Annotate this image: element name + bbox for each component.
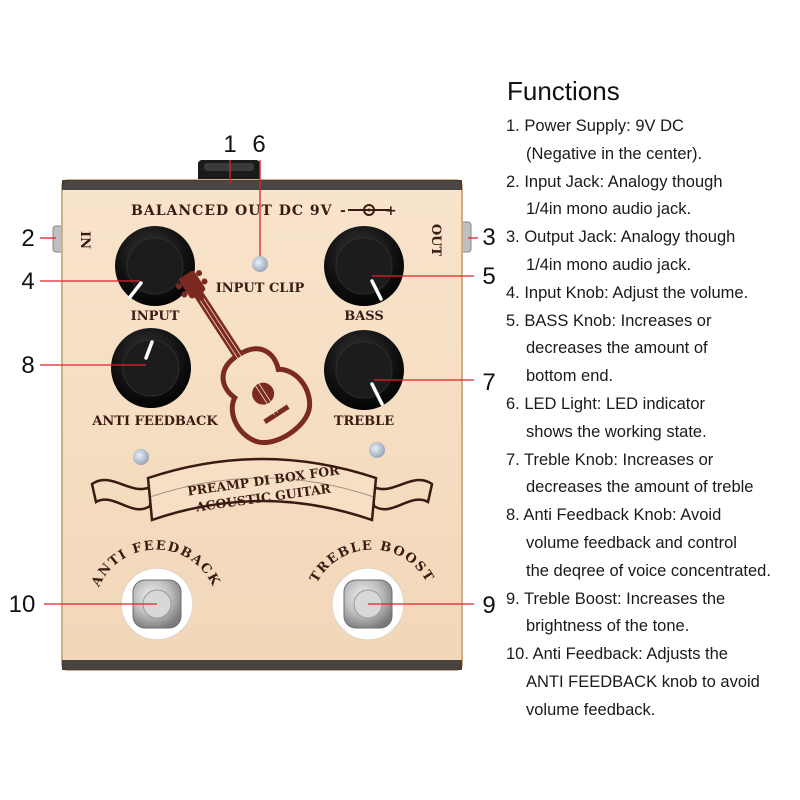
function-line: 7. Treble Knob: Increases or bbox=[506, 450, 714, 469]
function-line: 4. Input Knob: Adjust the volume. bbox=[506, 283, 749, 302]
function-line: (Negative in the center). bbox=[526, 144, 703, 163]
bass-knob[interactable] bbox=[324, 226, 404, 306]
callout-3: 3 bbox=[482, 224, 495, 251]
function-line: volume feedback and control bbox=[526, 533, 737, 552]
function-line: volume feedback. bbox=[526, 700, 656, 719]
anti-feedback-led bbox=[133, 449, 149, 465]
treble-boost-led bbox=[369, 442, 385, 458]
function-line: ANTI FEEDBACK knob to avoid bbox=[526, 672, 760, 691]
in-label: IN bbox=[77, 231, 92, 249]
function-line: 2. Input Jack: Analogy though bbox=[506, 172, 723, 191]
function-line: 1/4in mono audio jack. bbox=[526, 200, 692, 219]
callout-7: 7 bbox=[482, 369, 495, 396]
function-line: 8. Anti Feedback Knob: Avoid bbox=[506, 506, 722, 525]
treble-knob[interactable] bbox=[324, 330, 404, 410]
anti-feedback-knob-label: ANTI FEEDBACK bbox=[91, 414, 218, 429]
callout-8: 8 bbox=[21, 352, 34, 379]
function-line: 1/4in mono audio jack. bbox=[526, 255, 692, 274]
functions-heading: Functions bbox=[507, 76, 620, 106]
function-line: 5. BASS Knob: Increases or bbox=[506, 311, 712, 330]
input-clip-label: INPUT CLIP bbox=[216, 281, 305, 296]
callout-2: 2 bbox=[21, 225, 34, 252]
callout-1: 1 bbox=[223, 131, 236, 158]
function-line: 9. Treble Boost: Increases the bbox=[506, 589, 726, 608]
function-line: bottom end. bbox=[526, 367, 614, 386]
input-clip-led bbox=[252, 256, 268, 272]
polarity-minus: - bbox=[340, 203, 346, 219]
dc-polarity-icon bbox=[348, 204, 390, 216]
title-banner bbox=[90, 457, 434, 522]
function-line: 6. LED Light: LED indicator bbox=[506, 394, 706, 413]
function-line: 10. Anti Feedback: Adjusts the bbox=[506, 645, 728, 664]
function-line: 1. Power Supply: 9V DC bbox=[506, 117, 684, 135]
function-line: 3. Output Jack: Analogy though bbox=[506, 228, 736, 247]
function-line: shows the working state. bbox=[526, 422, 707, 441]
callout-5: 5 bbox=[482, 263, 495, 290]
callout-lines bbox=[40, 160, 478, 605]
function-line: brightness of the tone. bbox=[526, 617, 690, 636]
function-line: decreases the amount of bbox=[526, 339, 708, 358]
function-line: decreases the amount of treble bbox=[526, 478, 754, 497]
acoustic-guitar-icon bbox=[175, 270, 313, 446]
polarity-plus: + bbox=[385, 203, 397, 219]
callout-10: 10 bbox=[9, 591, 36, 618]
out-label: OUT bbox=[428, 224, 443, 257]
callout-4: 4 bbox=[21, 268, 34, 295]
anti-feedback-knob[interactable] bbox=[111, 328, 191, 408]
balanced-out-label: BALANCED OUT DC 9V bbox=[131, 203, 333, 219]
treble-knob-label: TREBLE bbox=[334, 414, 395, 429]
input-knob[interactable] bbox=[115, 226, 195, 306]
callout-9: 9 bbox=[482, 592, 495, 619]
functions-list: 1. Power Supply: 9V DC (Negative in the c… bbox=[506, 113, 798, 725]
function-line: the deqree of voice concentrated. bbox=[526, 561, 771, 580]
callout-6: 6 bbox=[252, 131, 265, 158]
input-knob-label: INPUT bbox=[131, 309, 180, 324]
bass-knob-label: BASS bbox=[344, 309, 384, 324]
